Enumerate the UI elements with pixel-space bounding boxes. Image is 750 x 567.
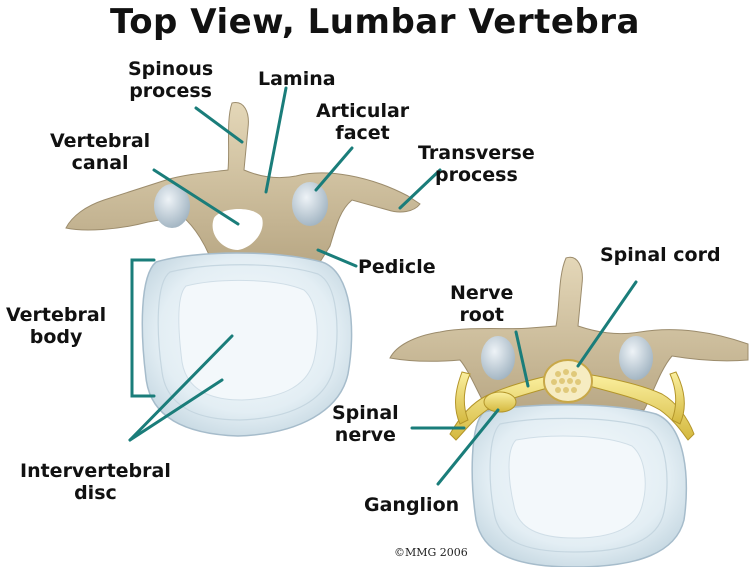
label-vertebral-body-line2: body: [6, 326, 106, 348]
label-spinous-process-line2: process: [128, 80, 213, 102]
label-vertebral-body-line1: Vertebral: [6, 304, 106, 326]
label-transverse-process: Transverse process: [418, 142, 535, 186]
label-intervertebral-disc-line1: Intervertebral: [20, 460, 171, 482]
copyright-notice: ©MMG 2006: [394, 546, 468, 559]
label-vertebral-canal-line1: Vertebral: [50, 130, 150, 152]
label-lamina: Lamina: [258, 68, 336, 90]
right-facet-b: [619, 336, 653, 380]
right-facet-a: [481, 336, 515, 380]
right-vertebra: [390, 257, 748, 567]
leader-lamina: [266, 88, 286, 192]
label-transverse-process-line1: Transverse: [418, 142, 535, 164]
label-intervertebral-disc: Intervertebral disc: [20, 460, 171, 504]
label-intervertebral-disc-line2: disc: [20, 482, 171, 504]
label-nerve-root-line1: Nerve: [450, 282, 513, 304]
label-pedicle: Pedicle: [358, 256, 436, 278]
label-articular-facet-line2: facet: [316, 122, 409, 144]
label-spinal-nerve-line1: Spinal: [332, 402, 399, 424]
label-vertebral-canal-line2: canal: [50, 152, 150, 174]
left-facet-b: [292, 182, 328, 226]
label-vertebral-body: Vertebral body: [6, 304, 106, 348]
label-articular-facet: Articular facet: [316, 100, 409, 144]
label-nerve-root: Nerve root: [450, 282, 513, 326]
label-vertebral-canal: Vertebral canal: [50, 130, 150, 174]
label-transverse-process-line2: process: [418, 164, 535, 186]
label-ganglion: Ganglion: [364, 494, 459, 516]
label-spinous-process-line1: Spinous: [128, 58, 213, 80]
label-spinous-process: Spinous process: [128, 58, 213, 102]
label-articular-facet-line1: Articular: [316, 100, 409, 122]
ganglion-shape: [484, 392, 516, 412]
label-spinal-nerve-line2: nerve: [332, 424, 399, 446]
label-spinal-nerve: Spinal nerve: [332, 402, 399, 446]
label-nerve-root-line2: root: [450, 304, 513, 326]
label-spinal-cord: Spinal cord: [600, 244, 721, 266]
